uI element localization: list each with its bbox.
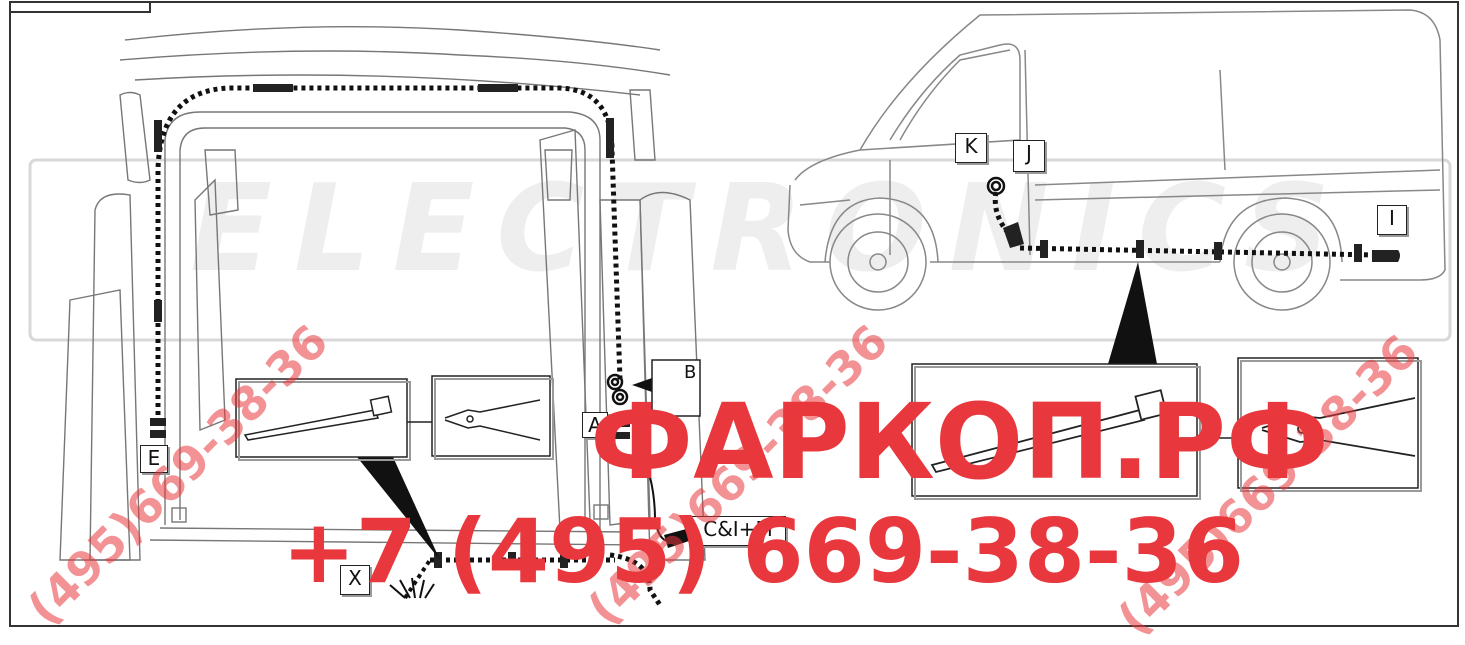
ground-label-box	[651, 359, 701, 417]
x-cable-brush	[389, 558, 435, 600]
van-side-drawing	[787, 9, 1446, 311]
label-e: E	[140, 445, 168, 473]
left-wire-clips	[150, 84, 630, 568]
ground-label-arrow	[632, 378, 652, 392]
right-wire-route	[992, 191, 1376, 258]
cim-cable	[639, 449, 673, 542]
diagram-svg	[9, 1, 1459, 627]
outer-frame	[9, 1, 1459, 627]
label-a: A	[582, 412, 608, 438]
side-cutter-icon-left	[444, 399, 541, 441]
ground-ring-k	[986, 176, 1006, 196]
cable-tie-icon-right	[930, 389, 1168, 474]
left-callout-wedge	[357, 457, 440, 560]
right-tool-boxes	[911, 357, 1422, 500]
right-wire-clips	[1003, 222, 1400, 262]
watermark-phone: +7 (495) 669-38-36	[282, 500, 1245, 603]
label-b: B	[684, 362, 697, 383]
logo-band	[28, 158, 1452, 342]
corner-tab	[9, 1, 151, 13]
label-k: K	[955, 133, 987, 163]
side-cutter-icon-right	[1261, 397, 1416, 457]
cim-plug	[664, 528, 692, 548]
cable-tie-icon-left	[243, 395, 393, 441]
background-logo-text: ELECTRONICS	[190, 160, 1353, 299]
right-callout-wedge	[1108, 262, 1157, 364]
label-cim: C&I+M	[690, 516, 786, 546]
label-x: X	[340, 565, 370, 595]
label-j: J	[1013, 140, 1045, 172]
ground-rings	[606, 373, 629, 406]
watermark-brand: ФАРКОП.РФ	[590, 381, 1330, 503]
installation-diagram: ELECTRONICS	[9, 1, 1459, 645]
label-i: I	[1377, 205, 1407, 235]
